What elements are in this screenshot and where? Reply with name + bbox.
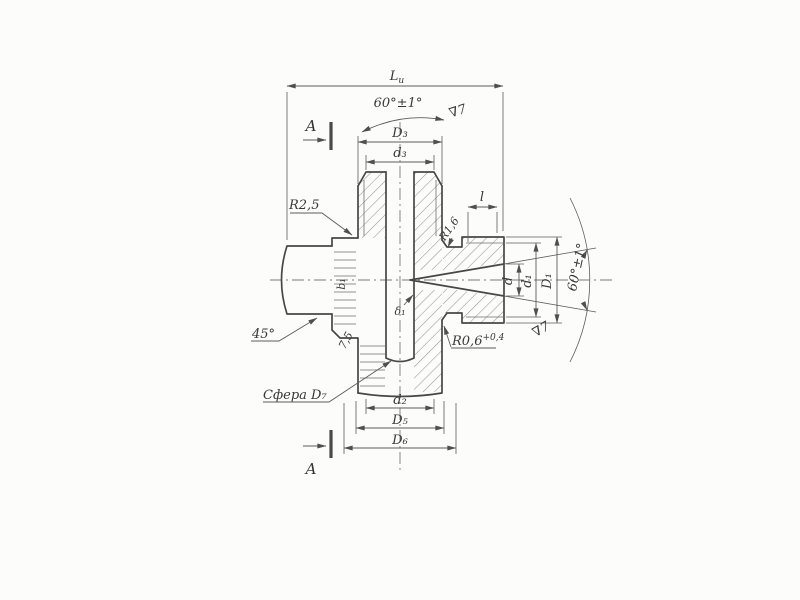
label-thread-length-l: l [480,190,484,205]
label-R06: R0,6+0,4 [451,333,505,349]
label-d2: d₂ [393,393,407,408]
ext-lines-d1 [506,242,541,318]
label-45deg: 45° [251,327,275,342]
ext-lines-l [467,212,498,242]
label-D5: D₅ [391,413,408,428]
ext-lines-d3 [365,155,435,170]
label-R06-base: R0,6 [451,334,482,349]
labels: Lи 60°±1° ∇7 A D₃ d₃ R2,5 l R1,6 d d₁ D₁… [251,69,590,478]
ext-lines-D3 [357,136,443,184]
label-angle-top: 60°±1° [374,96,423,111]
thread-lines [334,180,503,387]
ext-lines-L [286,92,504,240]
hatch-stub-bottom-wall [443,288,504,323]
angle-arc-right [569,197,591,363]
label-section-A-bottom: A [304,460,317,478]
hatch-right-top [414,172,442,270]
label-section-A-top: A [304,117,317,135]
leader-45deg [251,317,318,342]
label-delta1: δ₁ [394,305,405,318]
top-face-and-chamfers [357,171,443,187]
label-D1: D₁ [540,273,555,290]
vertical-bore [385,171,415,363]
surface-finish-top-icon: ∇7 [447,102,469,122]
label-length-L: Lи [389,69,405,86]
part-outline [280,171,505,398]
angle-arrow-right-lower [580,301,588,311]
label-R25: R2,5 [288,198,319,213]
label-D6: D₆ [391,433,408,448]
label-L-base: L [389,69,399,84]
bottom-thread-lines [360,345,385,387]
collar-groove-lines [334,251,356,325]
ext-lines-d2 [365,399,435,414]
ext-lines-D5 [355,401,445,434]
leader-R06 [444,326,496,349]
top-thread-lines [363,180,437,236]
label-D3: D₃ [391,126,408,141]
leader-sphere-D7 [263,360,392,403]
hatch-right-bottom [414,290,442,392]
upper-outer-walls [357,185,443,241]
hatch-stub-top-wall [443,237,504,272]
label-L-sub: и [398,76,404,86]
ext-lines-D6 [343,403,457,454]
label-sphere-D7: Сфера D₇ [263,388,327,403]
ext-lines-D1 [506,236,562,324]
angle-arc-top [361,115,445,133]
label-R06-tolerance: +0,4 [482,333,504,343]
dimension-lines [251,83,597,458]
hatch-left-top [358,172,386,238]
leader-R25 [290,212,353,236]
ext-lines-d [506,263,524,297]
right-stub-profile [441,236,505,324]
internal-cone [409,263,505,297]
leader-R16 [447,237,454,248]
left-stub-with-sphere-end [280,245,333,315]
leader-delta1 [403,294,414,306]
section-hatching [358,172,504,392]
angle-arrow-right-upper [580,249,588,259]
right-stub-thread-lines [466,242,503,318]
label-d: d [501,277,516,285]
label-d3: d₃ [393,146,407,161]
left-collar-profile [331,237,359,394]
label-b1: b₁ [335,278,348,289]
cone-extension-lines [503,247,597,313]
label-d1: d₁ [520,274,535,288]
